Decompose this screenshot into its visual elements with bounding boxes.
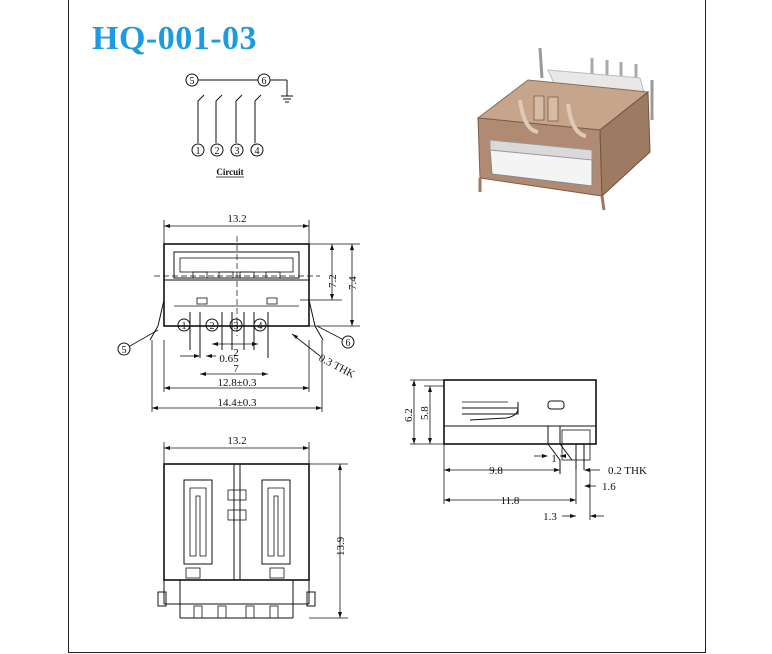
circuit-label: Circuit	[216, 167, 243, 177]
front-callout-4: 4	[258, 321, 263, 332]
circuit-pin-6: 6	[262, 76, 267, 87]
front-width-13-2: 13.2	[227, 213, 246, 225]
front-pin-span: 7	[233, 363, 239, 375]
circuit-pin-2: 2	[215, 146, 220, 157]
front-height-7-2: 7.2	[327, 274, 339, 288]
front-shell-thk: 0.3 THK	[317, 352, 357, 381]
front-callout-5: 5	[122, 345, 127, 356]
front-callout-3: 3	[234, 321, 239, 332]
bottom-length-13-9: 13.9	[335, 536, 347, 556]
product-photo	[476, 47, 654, 211]
side-height-6-2: 6.2	[403, 408, 415, 422]
front-pitch: 2	[233, 347, 239, 359]
side-dim-1-6: 1.6	[602, 481, 616, 493]
side-view: 6.2 5.8 1 9.8 0.2 THK 1.6 11.8	[403, 379, 647, 523]
bottom-view: 13.2 13.9	[157, 435, 348, 619]
side-dim-9-8: 9.8	[489, 465, 503, 477]
side-dim-1-3: 1.3	[543, 511, 557, 523]
circuit-pin-4: 4	[255, 146, 260, 157]
circuit-pin-5: 5	[190, 76, 195, 87]
bottom-width-13-2: 13.2	[227, 435, 246, 447]
circuit-pin-1: 1	[196, 146, 201, 157]
front-callout-2: 2	[210, 321, 215, 332]
front-view: 13.2 1 2 3 4	[117, 213, 360, 412]
front-pin-width: 0.65	[219, 353, 239, 365]
side-height-5-8: 5.8	[419, 406, 431, 420]
front-callout-6: 6	[346, 338, 351, 349]
front-overall-width: 14.4±0.3	[217, 397, 257, 409]
side-pin-thk: 0.2 THK	[608, 465, 647, 477]
front-callout-1: 1	[182, 321, 187, 332]
side-dim-1: 1	[551, 453, 557, 465]
front-pcb-width: 12.8±0.3	[217, 377, 257, 389]
side-dim-11-8: 11.8	[501, 495, 520, 507]
part-title: HQ-001-03	[92, 20, 258, 57]
circuit-pin-3: 3	[235, 146, 240, 157]
circuit-diagram: 5 6 1 2 3 4 Circuit	[185, 73, 293, 178]
front-height-7-4: 7.4	[347, 276, 359, 290]
